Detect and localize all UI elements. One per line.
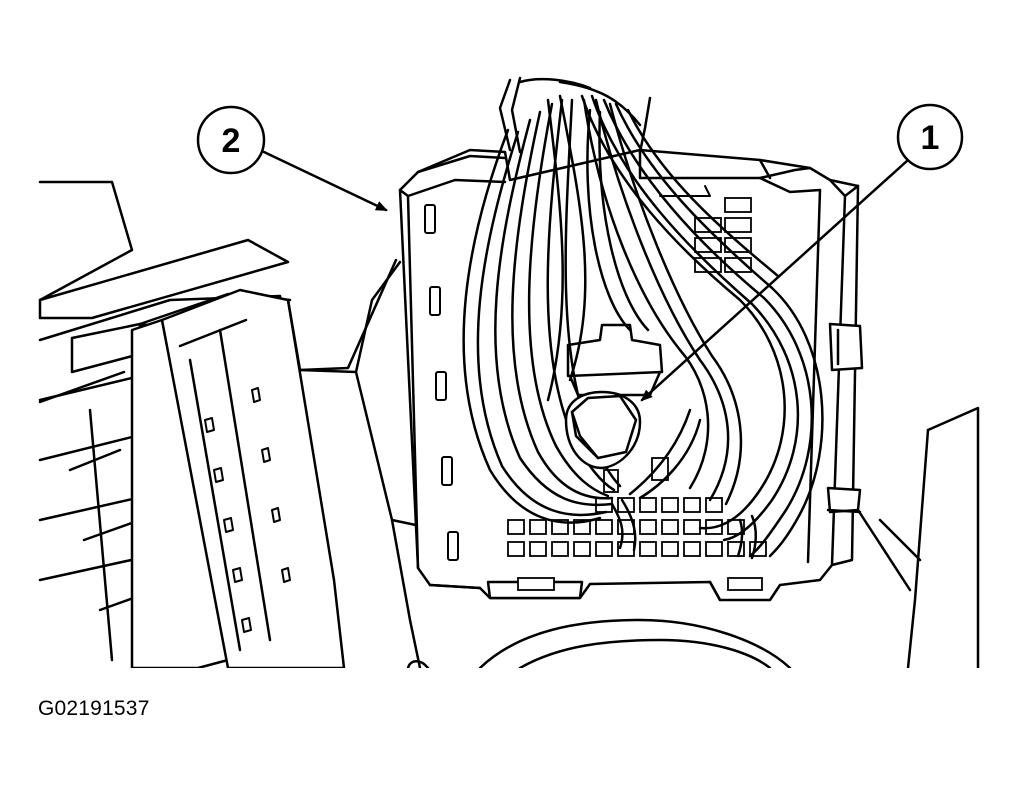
round-component [406, 618, 792, 668]
left-pillar [130, 288, 346, 668]
callout-2-leader [262, 150, 388, 212]
callout-2-label: 2 [222, 122, 241, 160]
figure-id: G02191537 [38, 697, 150, 720]
callout-1-label: 1 [921, 119, 940, 157]
callout-1-leader [640, 158, 910, 402]
right-bracket [856, 406, 980, 668]
callout-1: 1 [896, 103, 964, 171]
connector-bolt [564, 390, 642, 470]
callout-2: 2 [196, 105, 266, 175]
latch-slots [424, 204, 459, 561]
